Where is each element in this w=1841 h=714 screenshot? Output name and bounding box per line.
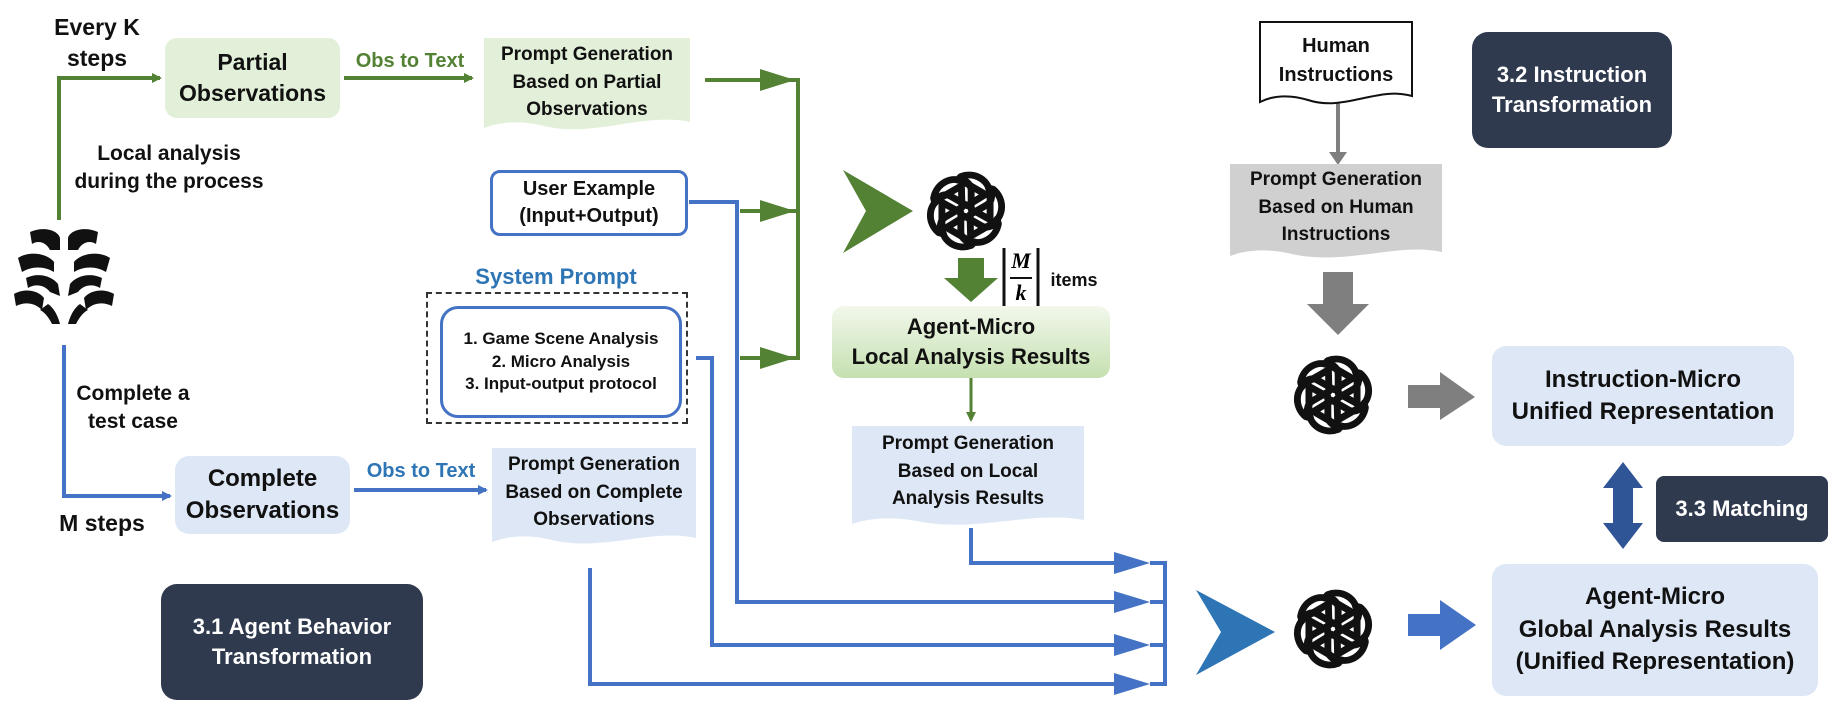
system-prompt-wire [696,356,1140,647]
prompt-complete-doc: Prompt Generation Based on Complete Obse… [492,448,696,548]
system-prompt-dashed-frame [426,292,688,424]
matching-double-arrow [1603,462,1643,549]
section-3-3-label: 3.3 Matching [1656,476,1828,542]
gpt-to-instruction-arrow [1408,372,1475,420]
green-chevron-arrow [843,170,913,253]
prompt-human-to-gpt-arrow [1307,272,1369,335]
prompt-local-doc: Prompt Generation Based on Local Analysi… [852,426,1084,530]
blue-chevron-arrow [1196,590,1275,675]
frac-num: M [1011,248,1031,273]
partial-observations-box: Partial Observations [165,38,340,118]
openai-logo-icon [1290,352,1376,438]
obs-to-text-bottom-label: Obs to Text [366,460,476,482]
complete-test-case-label: Complete a test case [76,382,190,434]
m-steps-label: M steps [59,510,145,536]
obs-to-text-top-label: Obs to Text [355,50,465,72]
user-example-box: User Example (Input+Output) [490,170,688,236]
local-analysis-label: Local analysis during the process [74,142,264,194]
complete-observations-box: Complete Observations [175,456,350,534]
prompt-partial-doc: Prompt Generation Based on Partial Obser… [484,38,690,134]
human-instructions-doc: Human Instructions [1258,20,1414,108]
frac-den: k [1015,280,1027,305]
openai-logo-icon [1290,586,1376,672]
gpt-to-local-arrow [944,258,998,302]
prompt-human-doc: Prompt Generation Based on Human Instruc… [1230,164,1442,262]
prompt-local-wire [969,528,1140,565]
agent-to-complete-arrow [62,345,172,501]
prompt-complete-wire [588,568,1140,686]
instruction-micro-box: Instruction-Micro Unified Representation [1492,346,1794,446]
every-k-steps-label: Every K steps [54,14,140,72]
system-prompt-items: 1. Game Scene Analysis 2. Micro Analysis… [440,306,682,418]
user-example-wire [689,200,1140,604]
section-3-2-label: 3.2 Instruction Transformation [1472,32,1672,148]
agent-micro-global-box: Agent-Micro Global Analysis Results (Uni… [1492,564,1818,696]
openai-logo-icon [923,168,1009,254]
m-over-k-floor: M k [998,246,1044,310]
gpt-to-global-arrow [1408,600,1476,650]
agent-micro-local-box: Agent-Micro Local Analysis Results [832,306,1110,378]
agent-to-partial-arrow [57,73,162,220]
game-agent-icon [8,226,120,326]
items-label: items [1050,270,1098,290]
section-3-1-label: 3.1 Agent Behavior Transformation [161,584,423,700]
system-prompt-title: System Prompt [475,264,637,289]
